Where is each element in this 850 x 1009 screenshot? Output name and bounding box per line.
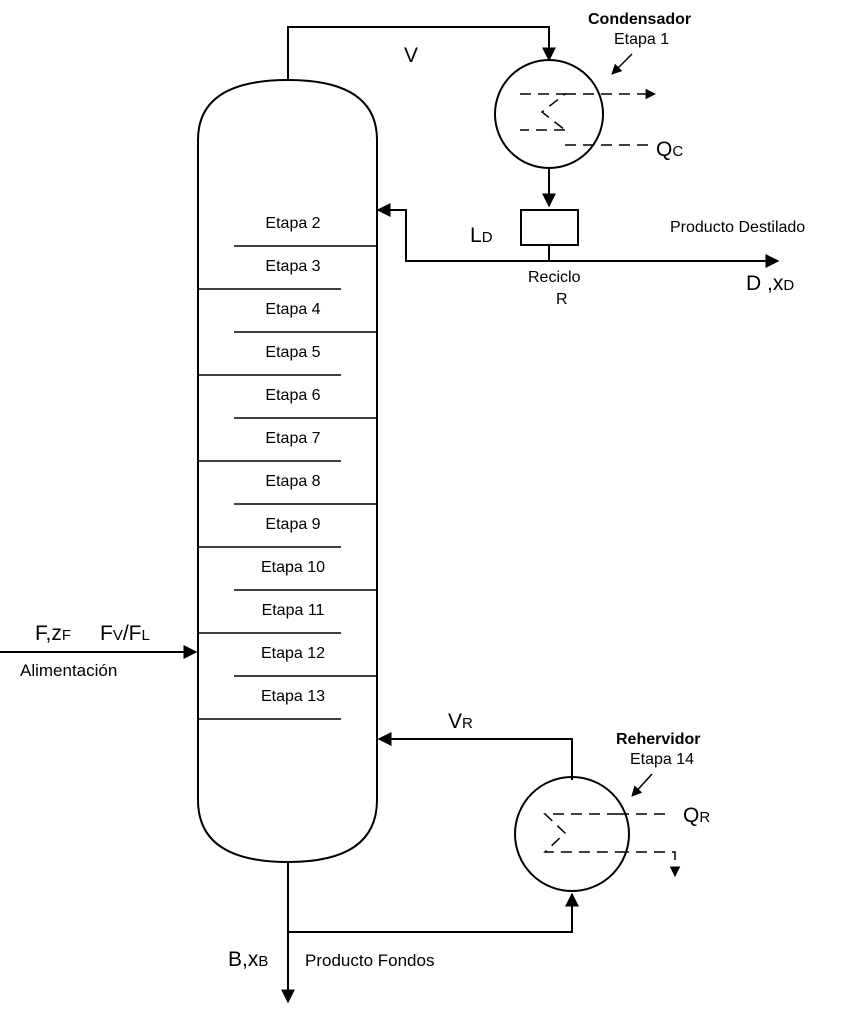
stage-label: Etapa 10: [261, 559, 325, 576]
reboiler-circle: [514, 776, 630, 892]
overhead-vapor-line: [287, 26, 556, 80]
reboiler-pointer: [631, 773, 653, 797]
condenser-stage: Etapa 1: [614, 31, 669, 48]
reboiler-title: Rehervidor: [616, 731, 700, 748]
condenser-coil: [520, 93, 568, 131]
stage-label: Etapa 4: [265, 301, 320, 318]
condenser-coolant-in: [520, 129, 650, 146]
recycle-label-2: R: [556, 291, 568, 308]
stage-label: Etapa 13: [261, 688, 325, 705]
condenser-circle: [494, 59, 604, 169]
reboiler-heat-out: [618, 851, 681, 878]
reboiler-vapor-label: VR: [448, 710, 473, 733]
feed-ratio: FV/FL: [100, 622, 150, 645]
feed-label: F,zF: [35, 622, 71, 645]
stage-label: Etapa 11: [262, 602, 325, 619]
reboiler-heat-label: QR: [683, 804, 710, 827]
stage-label: Etapa 3: [265, 258, 320, 275]
reflux-drum-label: LD: [470, 224, 493, 247]
distillate-label: D ,xD: [746, 272, 794, 295]
condenser-pointer: [611, 53, 633, 75]
reflux-line: [376, 203, 549, 262]
stage-label: Etapa 9: [265, 516, 320, 533]
vapor-label: V: [404, 44, 418, 67]
reboiler-vapor-line: [377, 732, 573, 780]
reboiler-coil: [543, 813, 618, 853]
condenser-heat-label: QC: [656, 138, 683, 161]
distillate-title: Producto Destilado: [670, 219, 805, 236]
stage-label: Etapa 8: [265, 473, 320, 490]
stage-labels: Etapa 2 Etapa 3 Etapa 4 Etapa 5 Etapa 6 Etapa…: [261, 215, 325, 705]
condenser-title: Condensador: [588, 11, 691, 28]
recycle-label-1: Reciclo: [528, 269, 581, 286]
column-shell: [197, 78, 378, 864]
stage-label: Etapa 12: [261, 645, 325, 662]
stage-label: Etapa 2: [265, 215, 320, 232]
stage-label: Etapa 7: [265, 430, 320, 447]
stage-label: Etapa 6: [265, 387, 320, 404]
bottoms-name: Producto Fondos: [305, 951, 434, 970]
reboiler-stage: Etapa 14: [630, 751, 694, 768]
reboiler-feed-line: [288, 892, 579, 933]
bottoms-label: B,xB: [228, 948, 268, 971]
reflux-drum: [520, 209, 579, 246]
column-trays: [198, 245, 377, 720]
stage-label: Etapa 5: [265, 344, 320, 361]
feed-name: Alimentación: [20, 661, 117, 680]
